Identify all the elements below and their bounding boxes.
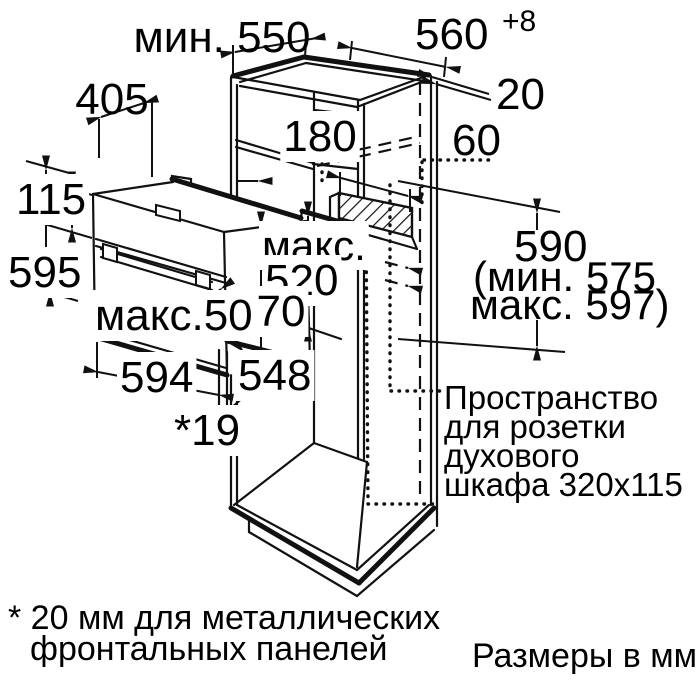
footnote-line2: фронтальных панелей: [30, 630, 388, 668]
socket-note-line4: шкафа 320x115: [444, 466, 683, 503]
socket-note-line1: Пространство: [444, 379, 658, 416]
dim-590: 590: [514, 222, 587, 271]
socket-note-line2: для розетки: [444, 408, 626, 445]
footnote-line1: * 20 мм для металлических: [8, 599, 440, 637]
labels: мин. 550 560 +8 405 20 180 60 115 595 ма…: [5, 5, 697, 675]
dim-min-575: (мин. 575: [473, 253, 656, 300]
dim-560-tolerance: +8: [502, 5, 536, 38]
dim-19: *19: [174, 406, 240, 455]
dim-115: 115: [16, 175, 86, 224]
dim-405: 405: [75, 75, 148, 124]
dim-548: 548: [238, 351, 311, 400]
dim-180: 180: [283, 112, 356, 161]
dim-maks-597: макс. 597): [470, 281, 669, 328]
dim-20: 20: [496, 70, 545, 119]
dim-595: 595: [8, 248, 81, 297]
dim-594: 594: [120, 353, 193, 402]
socket-note-line3: духового: [444, 437, 579, 474]
dim-min-550: мин. 550: [134, 13, 311, 62]
dim-60: 60: [452, 116, 501, 165]
dim-maks50: макс.50: [95, 291, 253, 340]
hidden-edges: [316, 82, 424, 500]
dim-560: 560: [415, 10, 488, 59]
units-note: Размеры в мм: [472, 637, 697, 675]
